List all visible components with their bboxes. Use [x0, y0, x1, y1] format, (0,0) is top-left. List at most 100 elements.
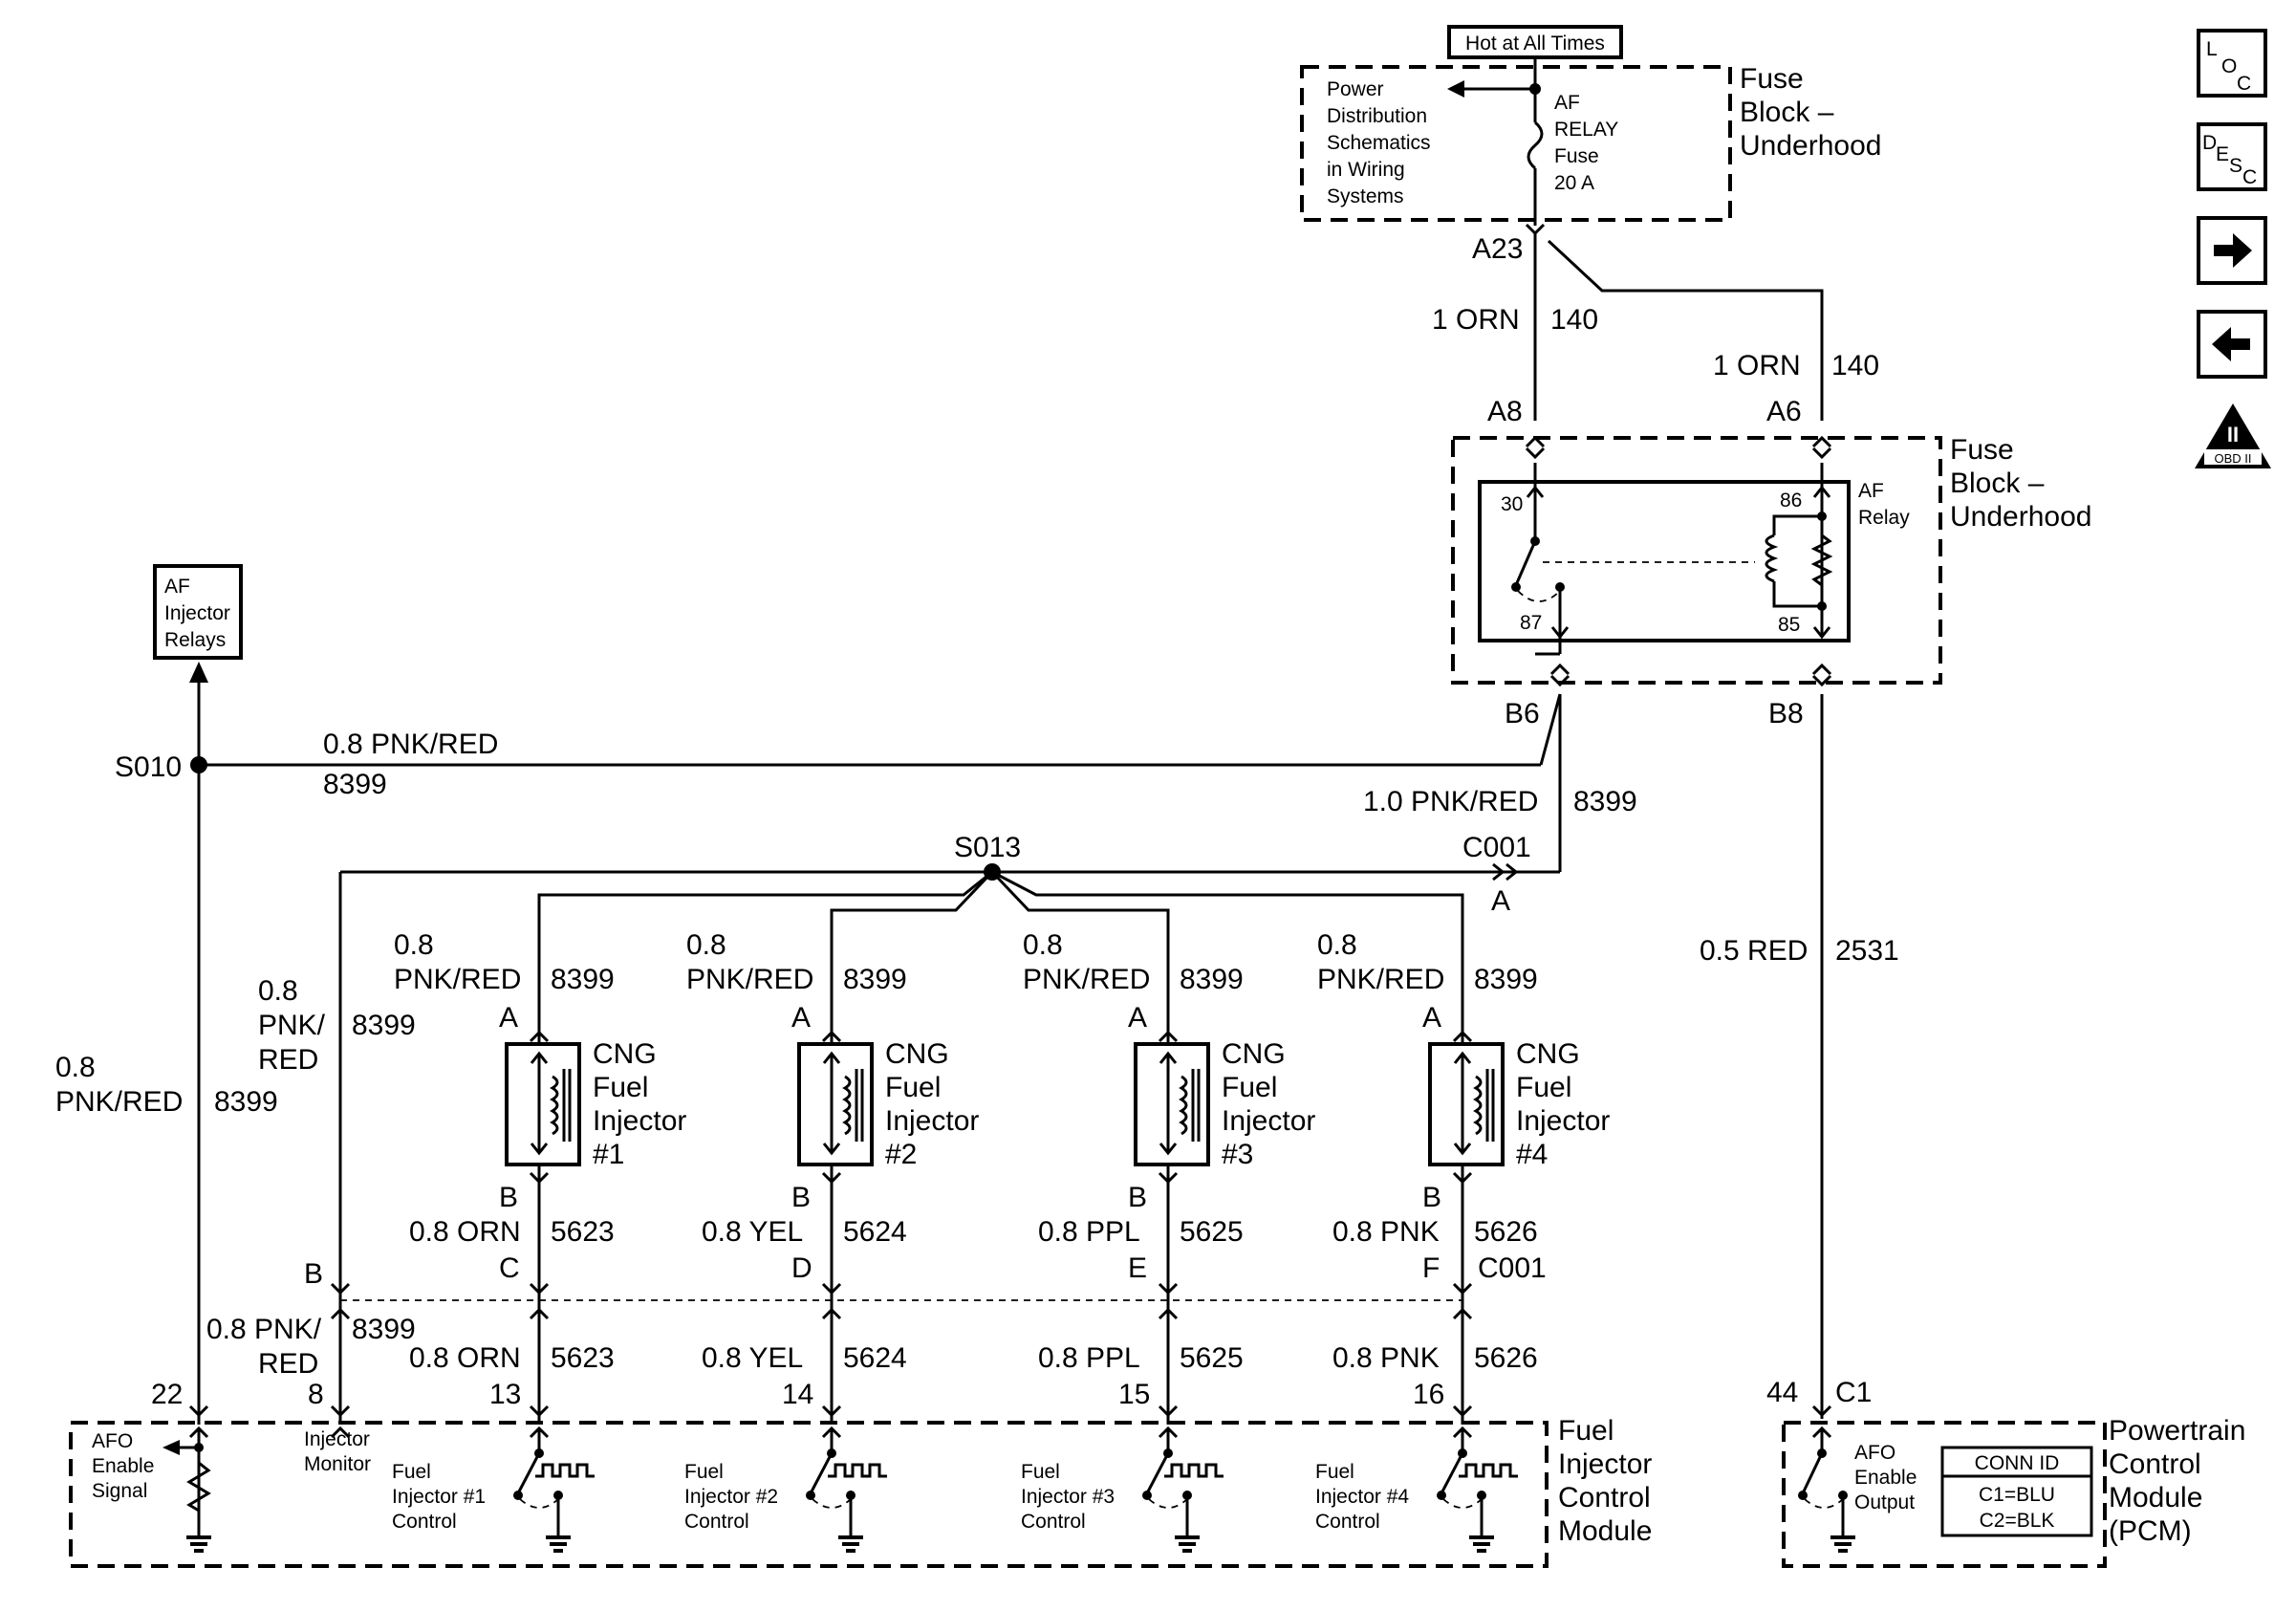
injector-3-module-circuit: 5625 [1180, 1342, 1244, 1374]
s010-wire-gauge: 0.8 PNK/RED [323, 729, 498, 760]
monitor-wire-gauge: 0.8 PNK/ RED [258, 975, 326, 1076]
injector-2-out-gauge: 0.8 YEL [702, 1216, 803, 1248]
svg-text:L: L [2206, 38, 2218, 60]
injector-2-name-line: #2 [885, 1139, 917, 1170]
module-pin-8-label: 8 [308, 1379, 324, 1410]
svg-text:Block –: Block – [1740, 97, 1834, 128]
fuse-block-top-outline [1300, 65, 1732, 222]
cng-fuel-injector-4 [1428, 1042, 1505, 1166]
injector-1-connector-pin: C [499, 1252, 520, 1284]
injector-3-name-line: CNG [1222, 1038, 1286, 1070]
feed-right-gauge: 1 ORN [1713, 350, 1801, 381]
svg-text:Control: Control [2109, 1448, 2201, 1480]
injector-2-name-line: Injector [885, 1105, 979, 1137]
relay-coil-icon [1765, 533, 1779, 583]
b6-wire-circuit: 8399 [1573, 786, 1637, 817]
previous-page-button[interactable] [2197, 310, 2267, 379]
injector-3-top-circuit: 8399 [1180, 964, 1244, 995]
relay-resistor-icon [1810, 533, 1833, 587]
svg-text:Underhood: Underhood [1950, 501, 2091, 533]
fuse-block-top-title: Fuse Block – Underhood [1740, 63, 1881, 162]
svg-text:C: C [2242, 166, 2257, 188]
injector-1-name-line: Fuel [593, 1072, 648, 1103]
injector-coil-icon [550, 1075, 559, 1136]
monitor-pin-b-label: B [304, 1258, 323, 1290]
injector-2-control-label: Fuel [684, 1461, 724, 1483]
injector-1-control-label: Injector #1 [392, 1486, 486, 1508]
left-trunk-gauge: 0.8 PNK/RED [55, 1052, 183, 1118]
relay-switch-arm [1514, 540, 1537, 586]
svg-text:RELAY: RELAY [1554, 119, 1618, 141]
injector-4-out-gauge: 0.8 PNK [1332, 1216, 1440, 1248]
injector-3-name-line: #3 [1222, 1139, 1253, 1170]
injector-4-module-circuit: 5626 [1474, 1342, 1538, 1374]
monitor-lower-circuit: 8399 [352, 1314, 416, 1345]
svg-text:C1=BLU: C1=BLU [1979, 1484, 2055, 1506]
c001-bottom-label: C001 [1478, 1252, 1547, 1284]
injector-2-top-circuit: 8399 [843, 964, 907, 995]
injector-4-top-gauge: 0.8 [1317, 929, 1357, 961]
cng-fuel-injector-1 [505, 1042, 581, 1166]
svg-text:O: O [2221, 55, 2237, 77]
af-relays-arrow-icon [189, 662, 208, 683]
injector-1-control-label: Fuel [392, 1461, 431, 1483]
svg-text:Injector: Injector [304, 1428, 370, 1450]
svg-text:AF: AF [164, 576, 190, 598]
fuel-injector-control-module-outline [69, 1421, 1549, 1568]
injector-2-out-circuit: 5624 [843, 1216, 907, 1248]
injector-2-pin-b: B [791, 1182, 811, 1213]
af-injector-relays-label: AF Injector Relays [164, 576, 230, 651]
pulse-waveform-icon [535, 1463, 595, 1478]
svg-text:in Wiring: in Wiring [1327, 159, 1405, 181]
svg-text:Schematics: Schematics [1327, 132, 1431, 154]
left-trunk-circuit: 8399 [214, 1086, 278, 1118]
next-page-button[interactable] [2197, 216, 2267, 285]
af-relay-fuse-label: AF RELAY Fuse 20 A [1554, 92, 1618, 194]
feed-left-gauge: 1 ORN [1432, 304, 1520, 336]
injector-4-control-label: Fuel [1315, 1461, 1354, 1483]
svg-text:Output: Output [1854, 1491, 1915, 1513]
injector-coil-icon [1179, 1075, 1188, 1136]
svg-text:Enable: Enable [92, 1455, 154, 1477]
svg-text:Hot at All Times: Hot at All Times [1465, 33, 1605, 54]
injector-3-out-circuit: 5625 [1180, 1216, 1244, 1248]
svg-text:Module: Module [1558, 1515, 1652, 1547]
splice-s010-label: S010 [115, 751, 182, 783]
arrow-left-icon [2212, 327, 2250, 361]
injector-4-out-circuit: 5626 [1474, 1216, 1538, 1248]
injector-1-module-circuit: 5623 [551, 1342, 615, 1374]
injector-1-name-line: Injector [593, 1105, 686, 1137]
injector-3-top-gauge: 0.8 [1023, 929, 1063, 961]
obd-ii-button[interactable]: II OBD II [2195, 403, 2271, 468]
svg-text:D: D [2202, 132, 2217, 154]
afo-enable-arrow-icon [162, 1440, 180, 1455]
injector-4-module-gauge: 0.8 PNK [1332, 1342, 1440, 1374]
svg-text:Injector: Injector [164, 602, 230, 624]
injector-1-module-pin: 13 [489, 1379, 521, 1410]
location-view-button[interactable]: L O C [2197, 29, 2267, 98]
svg-text:Distribution: Distribution [1327, 105, 1427, 127]
afo-enable-signal-label: AFO Enable Signal [92, 1430, 154, 1502]
monitor-lower-gauge: 0.8 PNK/ RED [206, 1314, 322, 1380]
af-relay-fuse-icon [1527, 120, 1544, 170]
description-view-button[interactable]: D E S C [2197, 122, 2267, 191]
svg-text:PNK/RED: PNK/RED [55, 1086, 183, 1118]
conn-id-table: CONN ID C1=BLU C2=BLK [1940, 1446, 2093, 1537]
injector-2-pin-a: A [791, 1002, 811, 1034]
injector-3-out-gauge: 0.8 PPL [1038, 1216, 1140, 1248]
terminal-86-label: 86 [1780, 490, 1802, 512]
feed-left-circuit: 140 [1550, 304, 1598, 336]
svg-text:Fuse: Fuse [1740, 63, 1804, 95]
injector-4-pin-b: B [1422, 1182, 1441, 1213]
fuel-injector-control-module-title: Fuel Injector Control Module [1558, 1415, 1652, 1547]
injector-3-control-label: Control [1021, 1511, 1086, 1533]
svg-text:C: C [2237, 73, 2251, 95]
injector-1-module-gauge: 0.8 ORN [409, 1342, 521, 1374]
ground-icon [1173, 1518, 1202, 1553]
injector-3-connector-pin: E [1128, 1252, 1147, 1284]
svg-text:Systems: Systems [1327, 185, 1404, 207]
afo-enable-resistor-icon [186, 1461, 211, 1513]
injector-1-driver [513, 1428, 595, 1553]
